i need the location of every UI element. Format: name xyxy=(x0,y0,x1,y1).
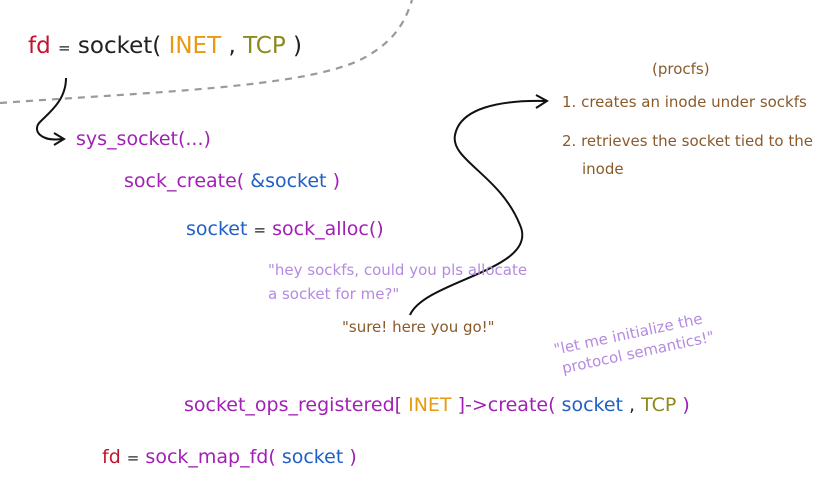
ops-registered-func: socket_ops_registered[ xyxy=(184,394,403,416)
procfs-step-2: 2. retrieves the socket tied to the xyxy=(562,132,813,150)
procfs-arrow xyxy=(409,99,546,316)
tcp-arg: TCP xyxy=(243,33,286,59)
equals-sign: = xyxy=(253,221,267,239)
comma: , xyxy=(228,33,236,59)
quote-line: "hey sockfs, could you pls allocate xyxy=(268,261,528,279)
procfs-title: (procfs) xyxy=(652,60,710,78)
inet-arg: INET xyxy=(408,394,452,416)
equals-sign: = xyxy=(58,39,71,57)
syscall-arrow xyxy=(35,77,67,141)
socket-func: socket( xyxy=(77,33,162,59)
sock-alloc-func: sock_alloc() xyxy=(272,218,384,240)
procfs-arrowhead xyxy=(535,94,549,109)
fd-var: fd xyxy=(102,446,121,468)
create-func: ]->create( xyxy=(457,394,556,416)
sock-create-func: sock_create( xyxy=(124,170,245,192)
inet-arg: INET xyxy=(168,33,222,59)
sockfs-reply-quote: "sure! here you go!" xyxy=(342,318,495,336)
kernel-boundary-dashed-line xyxy=(0,0,414,105)
equals-sign: = xyxy=(126,449,140,467)
sock-create-call: sock_create( &socket ) xyxy=(124,172,340,191)
procfs-step-1: 1. creates an inode under sockfs xyxy=(562,93,807,111)
protocol-create-call: socket_ops_registered[ INET ]->create( s… xyxy=(184,396,690,415)
sock-map-fd-call: fd = sock_map_fd( socket ) xyxy=(102,448,357,467)
sock-alloc-call: socket = sock_alloc() xyxy=(186,220,384,239)
procfs-step-2-cont: inode xyxy=(582,160,624,178)
userspace-socket-call: fd = socket( INET , TCP ) xyxy=(28,35,302,58)
socket-var: socket xyxy=(186,218,248,240)
sock-map-fd-func: sock_map_fd( xyxy=(145,446,276,468)
socket-ref-arg: &socket xyxy=(250,170,327,192)
quote-line: a socket for me?" xyxy=(268,285,400,303)
syscall-arrowhead xyxy=(53,132,66,146)
fd-var: fd xyxy=(28,33,51,59)
tcp-arg: TCP xyxy=(641,394,677,416)
comma: , xyxy=(629,394,636,416)
socket-arg: socket xyxy=(561,394,623,416)
close-paren: ) xyxy=(682,394,690,416)
close-paren: ) xyxy=(332,170,340,192)
sockfs-request-quote: "hey sockfs, could you pls allocate a so… xyxy=(268,258,527,306)
close-paren: ) xyxy=(349,446,357,468)
sys-socket-call: sys_socket(...) xyxy=(76,128,211,150)
socket-arg: socket xyxy=(281,446,344,468)
close-paren: ) xyxy=(293,33,303,59)
